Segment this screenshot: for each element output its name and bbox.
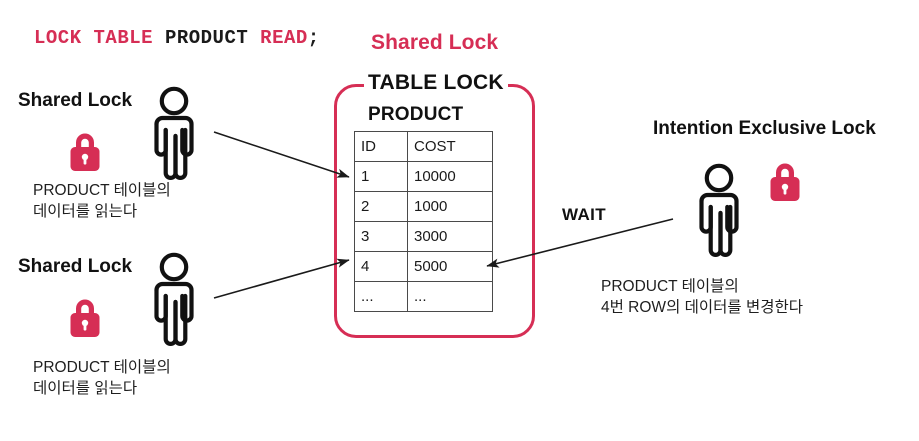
cell-cost: ... (407, 281, 493, 312)
actor-left-bottom-description: PRODUCT 테이블의 데이터를 읽는다 (33, 359, 171, 397)
cell-id: 1 (354, 161, 408, 192)
arrow-shared-lock-top-to-row1 (213, 131, 350, 178)
sql-object-name: PRODUCT (164, 27, 249, 49)
cell-id: 3 (354, 221, 408, 252)
cell-cost: 3000 (407, 221, 493, 252)
padlock-icon (62, 128, 108, 176)
actor-left-top-description: PRODUCT 테이블의 데이터를 읽는다 (33, 182, 171, 220)
actor-left-bottom-title: Shared Lock (18, 256, 133, 277)
legend-gap-mask (364, 78, 508, 92)
sql-statement: LOCK TABLE PRODUCT READ; (34, 27, 320, 49)
cell-id: 2 (354, 191, 408, 222)
padlock-icon (762, 158, 808, 206)
actor-right-description: PRODUCT 테이블의 4번 ROW의 데이터를 변경한다 (601, 278, 804, 316)
person-icon (143, 252, 205, 350)
cell-id: 4 (354, 251, 408, 282)
wait-label: WAIT (562, 205, 607, 224)
table-row: ... ... (354, 281, 493, 312)
sql-terminator: ; (307, 27, 320, 49)
arrow-shared-lock-bottom-to-row4 (213, 258, 350, 299)
actor-left-top-title: Shared Lock (18, 90, 133, 111)
cell-id: ... (354, 281, 408, 312)
column-header-id: ID (354, 131, 408, 162)
shared-lock-heading: Shared Lock (371, 31, 499, 54)
sql-keyword-read: READ (260, 27, 308, 49)
table-lock-legend: TABLE LOCK (368, 71, 504, 94)
table-header-row: ID COST (354, 131, 493, 162)
cell-cost: 5000 (407, 251, 493, 282)
sql-keyword-lock: LOCK (34, 27, 82, 49)
product-table: ID COST 1 10000 2 1000 3 3000 4 5000 ...… (354, 131, 493, 312)
table-row: 4 5000 (354, 251, 493, 282)
table-row: 3 3000 (354, 221, 493, 252)
person-icon (143, 86, 205, 184)
actor-right-title: Intention Exclusive Lock (653, 118, 876, 139)
table-row: 1 10000 (354, 161, 493, 192)
product-table-caption: PRODUCT (368, 104, 464, 125)
sql-keyword-table: TABLE (93, 27, 154, 49)
cell-cost: 1000 (407, 191, 493, 222)
person-icon (688, 163, 750, 261)
padlock-icon (62, 294, 108, 342)
column-header-cost: COST (407, 131, 493, 162)
table-row: 2 1000 (354, 191, 493, 222)
cell-cost: 10000 (407, 161, 493, 192)
